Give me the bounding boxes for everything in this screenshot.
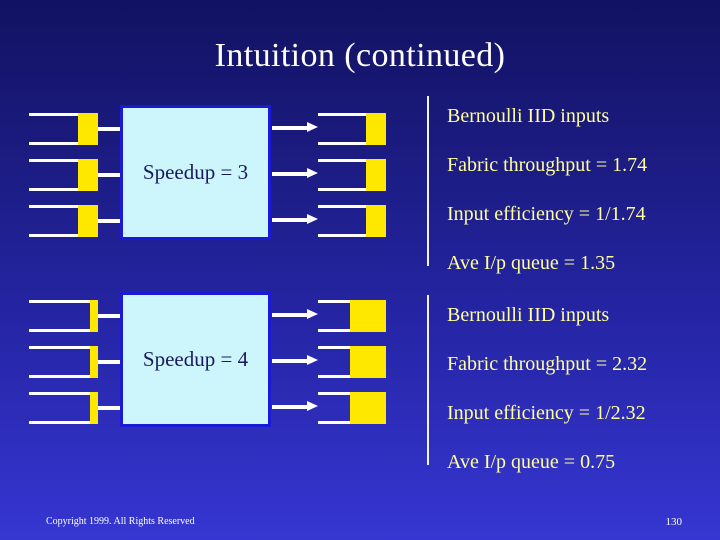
queue-occupancy-cell <box>366 159 386 191</box>
queue-rail-top <box>318 392 350 395</box>
queue-rail-top <box>318 346 350 349</box>
output-arrow-2 <box>272 355 318 366</box>
arrow-head-icon <box>307 401 318 411</box>
arrow-shaft <box>272 172 308 176</box>
queue-rail-top <box>318 205 366 208</box>
queue-occupancy-cell <box>78 113 98 145</box>
stats-divider <box>427 295 429 465</box>
queue-occupancy-cell <box>90 300 98 332</box>
queue-occupancy-cell <box>78 205 98 237</box>
output-queue-3 <box>318 392 386 424</box>
input-link-2 <box>98 360 122 364</box>
stat-line-fabric-throughput: Fabric throughput = 1.74 <box>447 154 648 176</box>
queue-rail-bottom <box>29 421 90 424</box>
output-arrow-3 <box>272 214 318 225</box>
arrow-head-icon <box>307 122 318 132</box>
output-queue-1 <box>318 113 386 145</box>
queue-occupancy-cell <box>350 392 386 424</box>
input-link-2 <box>98 173 122 177</box>
queue-rail-bottom <box>29 142 81 145</box>
queue-rail-top <box>318 300 350 303</box>
queue-rail-bottom <box>318 188 366 191</box>
queue-occupancy-cell <box>90 392 98 424</box>
stats-block-speedup-4: Bernoulli IID inputs Fabric throughput =… <box>427 295 715 473</box>
queue-rail-top <box>29 113 81 116</box>
queue-occupancy-cell <box>366 205 386 237</box>
fabric-box-speedup-3: Speedup = 3 <box>120 105 271 240</box>
stat-line-input-efficiency: Input efficiency = 1/1.74 <box>447 203 646 225</box>
stats-block-speedup-3: Bernoulli IID inputs Fabric throughput =… <box>427 96 715 274</box>
input-queue-2 <box>29 346 98 378</box>
queue-rail-top <box>318 113 366 116</box>
queue-rail-top <box>29 346 90 349</box>
arrow-shaft <box>272 313 308 317</box>
queue-rail-top <box>29 159 81 162</box>
queue-rail-top <box>29 300 90 303</box>
queue-rail-top <box>29 205 81 208</box>
output-queue-3 <box>318 205 386 237</box>
stats-lines: Bernoulli IID inputs Fabric throughput =… <box>447 291 715 487</box>
diagram-speedup-4: Speedup = 4 <box>0 287 410 432</box>
fabric-label: Speedup = 3 <box>142 160 249 184</box>
queue-rail-bottom <box>29 234 81 237</box>
queue-occupancy-cell <box>366 113 386 145</box>
fabric-box-speedup-4: Speedup = 4 <box>120 292 271 427</box>
queue-rail-top <box>318 159 366 162</box>
input-queue-3 <box>29 392 98 424</box>
stat-line-ave-ip-queue: Ave I/p queue = 0.75 <box>447 451 616 473</box>
stat-line-fabric-throughput: Fabric throughput = 2.32 <box>447 353 648 375</box>
output-arrow-1 <box>272 122 318 133</box>
stat-line-inputs: Bernoulli IID inputs <box>447 304 610 326</box>
footer-page-number: 130 <box>665 516 683 528</box>
queue-occupancy-cell <box>78 159 98 191</box>
output-queue-2 <box>318 346 386 378</box>
diagram-speedup-3: Speedup = 3 <box>0 100 410 245</box>
input-queue-1 <box>29 300 98 332</box>
page-title: Intuition (continued) <box>214 37 506 74</box>
output-arrow-1 <box>272 309 318 320</box>
input-queue-3 <box>29 205 98 237</box>
stat-line-inputs: Bernoulli IID inputs <box>447 105 610 127</box>
stats-divider <box>427 96 429 266</box>
queue-rail-bottom <box>29 188 81 191</box>
queue-occupancy-cell <box>350 300 386 332</box>
arrow-shaft <box>272 126 308 130</box>
arrow-head-icon <box>307 355 318 365</box>
queue-occupancy-cell <box>90 346 98 378</box>
arrow-head-icon <box>307 309 318 319</box>
queue-occupancy-cell <box>350 346 386 378</box>
input-link-1 <box>98 127 122 131</box>
input-link-3 <box>98 406 122 410</box>
stat-line-ave-ip-queue: Ave I/p queue = 1.35 <box>447 252 616 274</box>
arrow-head-icon <box>307 168 318 178</box>
stats-lines: Bernoulli IID inputs Fabric throughput =… <box>447 92 715 288</box>
output-queue-2 <box>318 159 386 191</box>
output-queue-1 <box>318 300 386 332</box>
queue-rail-bottom <box>29 375 90 378</box>
arrow-shaft <box>272 218 308 222</box>
arrow-shaft <box>272 405 308 409</box>
input-queue-2 <box>29 159 98 191</box>
queue-rail-bottom <box>318 142 366 145</box>
fabric-label: Speedup = 4 <box>142 347 249 371</box>
footer-copyright: Copyright 1999. All Rights Reserved <box>46 516 195 527</box>
queue-rail-top <box>29 392 90 395</box>
queue-rail-bottom <box>318 329 350 332</box>
arrow-shaft <box>272 359 308 363</box>
queue-rail-bottom <box>29 329 90 332</box>
queue-rail-bottom <box>318 375 350 378</box>
output-arrow-2 <box>272 168 318 179</box>
stat-line-input-efficiency: Input efficiency = 1/2.32 <box>447 402 646 424</box>
output-arrow-3 <box>272 401 318 412</box>
arrow-head-icon <box>307 214 318 224</box>
queue-rail-bottom <box>318 234 366 237</box>
input-queue-1 <box>29 113 98 145</box>
input-link-1 <box>98 314 122 318</box>
input-link-3 <box>98 219 122 223</box>
queue-rail-bottom <box>318 421 350 424</box>
